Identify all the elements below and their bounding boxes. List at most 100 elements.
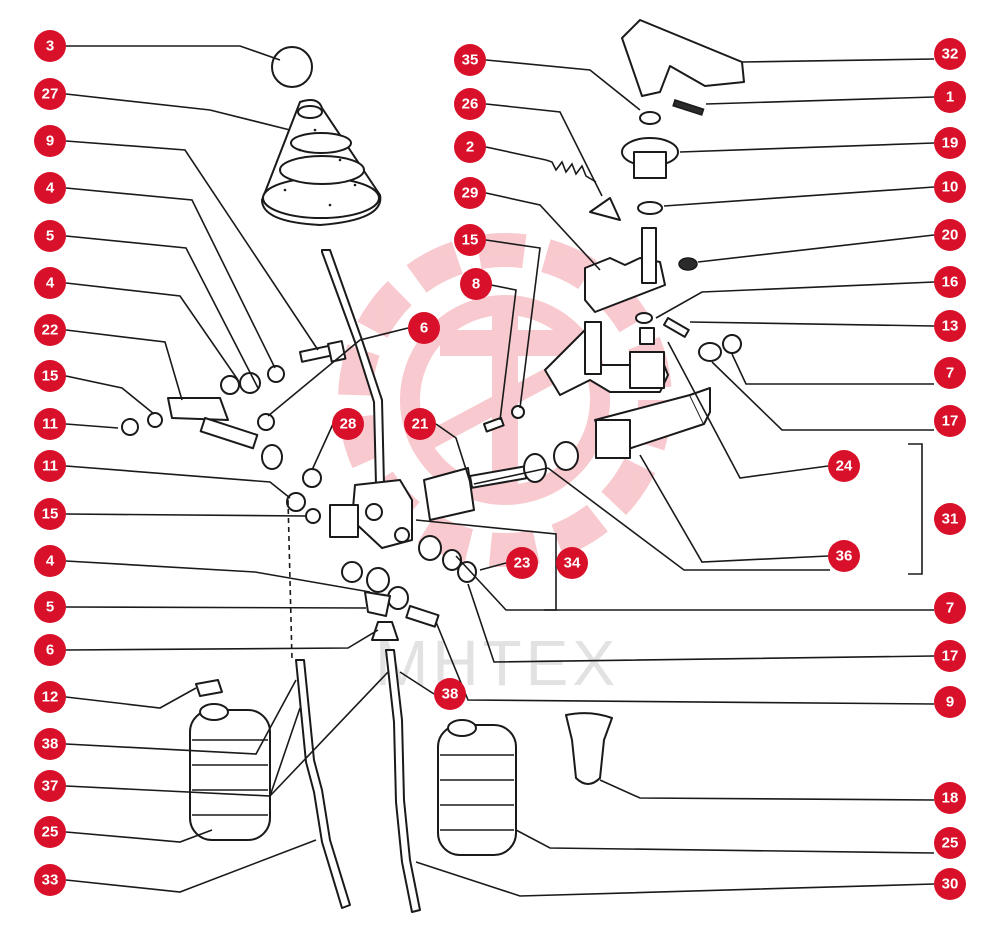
callout-38: 38 [434, 678, 466, 710]
svg-text:29: 29 [462, 185, 479, 202]
svg-text:23: 23 [514, 555, 531, 572]
svg-text:34: 34 [564, 555, 581, 572]
svg-text:13: 13 [942, 318, 959, 335]
callout-17: 17 [934, 640, 966, 672]
svg-text:2: 2 [466, 139, 474, 156]
callout-37: 37 [34, 770, 66, 802]
callout-5: 5 [34, 220, 66, 252]
svg-text:27: 27 [42, 86, 59, 103]
callout-13: 13 [934, 310, 966, 342]
svg-text:38: 38 [442, 686, 459, 703]
callout-25: 25 [934, 827, 966, 859]
callout-17: 17 [934, 405, 966, 437]
parts-art [121, 19, 745, 913]
svg-text:26: 26 [462, 96, 479, 113]
callout-22: 22 [34, 314, 66, 346]
callout-25: 25 [34, 816, 66, 848]
callout-38: 38 [34, 728, 66, 760]
callout-31: 31 [934, 503, 966, 535]
svg-text:6: 6 [46, 642, 54, 659]
callout-1: 1 [934, 81, 966, 113]
callout-6: 6 [34, 634, 66, 666]
callout-2: 2 [454, 131, 486, 163]
svg-text:21: 21 [412, 416, 429, 433]
callout-15: 15 [34, 498, 66, 530]
callout-3: 3 [34, 30, 66, 62]
svg-text:22: 22 [42, 322, 59, 339]
svg-text:17: 17 [942, 648, 959, 665]
svg-text:4: 4 [46, 553, 55, 570]
svg-text:1: 1 [946, 89, 954, 106]
svg-text:17: 17 [942, 413, 959, 430]
svg-text:38: 38 [42, 736, 59, 753]
callout-35: 35 [454, 44, 486, 76]
callout-29: 29 [454, 177, 486, 209]
svg-text:28: 28 [340, 416, 357, 433]
svg-text:33: 33 [42, 872, 59, 889]
callout-19: 19 [934, 127, 966, 159]
svg-text:20: 20 [942, 227, 959, 244]
callout-18: 18 [934, 782, 966, 814]
callout-9: 9 [934, 686, 966, 718]
callout-30: 30 [934, 868, 966, 900]
svg-text:6: 6 [420, 320, 428, 337]
svg-text:11: 11 [42, 416, 58, 433]
callout-10: 10 [934, 171, 966, 203]
svg-text:15: 15 [462, 232, 479, 249]
callout-24: 24 [828, 450, 860, 482]
callout-32: 32 [934, 38, 966, 70]
callout-7: 7 [934, 357, 966, 389]
callout-4: 4 [34, 267, 66, 299]
svg-text:5: 5 [46, 599, 54, 616]
svg-text:12: 12 [42, 689, 59, 706]
watermark-text: MHTEX [375, 627, 619, 699]
svg-text:8: 8 [472, 276, 480, 293]
callout-34: 34 [556, 547, 588, 579]
watermark-gear-logo [338, 233, 672, 567]
callouts: 3 27 9 4 5 4 22 15 11 11 15 4 5 6 12 38 … [34, 30, 966, 900]
svg-text:4: 4 [46, 180, 55, 197]
svg-text:35: 35 [462, 52, 479, 69]
callout-12: 12 [34, 681, 66, 713]
callout-11: 11 [34, 450, 66, 482]
callout-28: 28 [332, 408, 364, 440]
callout-11: 11 [34, 408, 66, 440]
callout-23: 23 [506, 547, 538, 579]
callout-16: 16 [934, 266, 966, 298]
svg-text:25: 25 [42, 824, 59, 841]
svg-text:3: 3 [46, 38, 54, 55]
svg-text:30: 30 [942, 876, 959, 893]
svg-text:7: 7 [946, 365, 954, 382]
callout-21: 21 [404, 408, 436, 440]
svg-text:11: 11 [42, 458, 58, 475]
callout-36: 36 [828, 540, 860, 572]
callout-5: 5 [34, 591, 66, 623]
svg-text:9: 9 [946, 694, 954, 711]
svg-text:18: 18 [942, 790, 959, 807]
svg-text:4: 4 [46, 275, 55, 292]
callout-9: 9 [34, 125, 66, 157]
svg-text:7: 7 [946, 600, 954, 617]
callout-4: 4 [34, 172, 66, 204]
callout-26: 26 [454, 88, 486, 120]
svg-text:31: 31 [942, 511, 959, 528]
callout-27: 27 [34, 78, 66, 110]
svg-text:9: 9 [46, 133, 54, 150]
callout-15: 15 [34, 360, 66, 392]
callout-6: 6 [408, 312, 440, 344]
callout-7: 7 [934, 592, 966, 624]
callout-4: 4 [34, 545, 66, 577]
svg-text:24: 24 [836, 458, 853, 475]
svg-text:19: 19 [942, 135, 959, 152]
leader-lines [65, 45, 935, 897]
svg-text:15: 15 [42, 368, 59, 385]
svg-text:10: 10 [942, 179, 959, 196]
svg-text:25: 25 [942, 835, 959, 852]
svg-text:15: 15 [42, 506, 59, 523]
callout-20: 20 [934, 219, 966, 251]
svg-text:5: 5 [46, 228, 54, 245]
svg-text:36: 36 [836, 548, 853, 565]
svg-text:16: 16 [942, 274, 959, 291]
svg-text:37: 37 [42, 778, 59, 795]
